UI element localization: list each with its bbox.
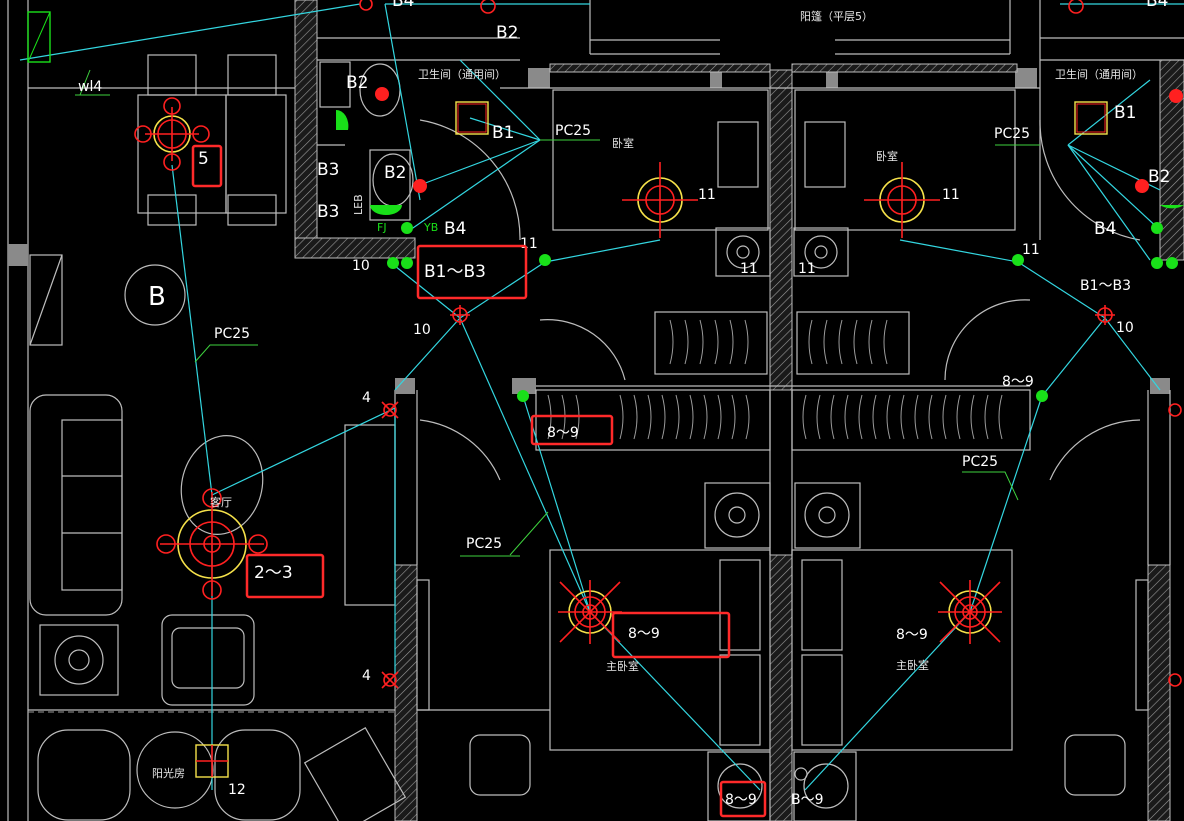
highlight-8-9-master bbox=[611, 611, 731, 659]
label-bedroom-right: 卧室 bbox=[876, 149, 898, 163]
label-8-9-bottom: 8～9 bbox=[725, 792, 757, 808]
label-4-top: 4 bbox=[362, 390, 371, 406]
label-2-3: 2～3 bbox=[254, 563, 293, 583]
label-4-bottom: 4 bbox=[362, 668, 371, 684]
highlight-2-3 bbox=[245, 553, 325, 599]
label-pc25-right: PC25 bbox=[994, 126, 1030, 142]
highlight-8-9-bottom bbox=[719, 780, 767, 818]
label-b2-top: B2 bbox=[496, 23, 518, 43]
ceiling-light-bedroom-right bbox=[864, 162, 940, 238]
label-yb: YB bbox=[423, 221, 438, 234]
label-b4-top: B4 bbox=[392, 0, 414, 11]
label-8-9-master-right: 8～9 bbox=[896, 627, 928, 643]
label-12: 12 bbox=[228, 782, 246, 798]
label-8-9-master-left: 8～9 bbox=[628, 626, 660, 642]
label-balcony: 阳篷（平层5） bbox=[800, 9, 873, 23]
label-b4-right: B4 bbox=[1094, 219, 1116, 239]
ceiling-light-living bbox=[156, 488, 268, 600]
switches bbox=[387, 222, 1178, 781]
label-b2-left: B2 bbox=[346, 73, 368, 93]
label-b1-b3-left: B1～B3 bbox=[424, 262, 486, 282]
labels: wl4 5 B PC25 客厅 阳光房 12 4 4 2～3 B4 B2 B2 … bbox=[78, 0, 1170, 808]
walls bbox=[7, 0, 1184, 821]
highlight-8-9-closet bbox=[530, 414, 614, 446]
label-b1-left: B1 bbox=[492, 123, 514, 143]
label-11-b: 11 bbox=[698, 187, 716, 203]
label-b2-right: B2 bbox=[1148, 167, 1170, 187]
ceiling-light-master-right bbox=[938, 580, 1002, 644]
label-11-a: 11 bbox=[520, 236, 538, 252]
label-11-f: 11 bbox=[1022, 242, 1040, 258]
furniture bbox=[29, 54, 1149, 821]
label-b3-a: B3 bbox=[317, 160, 339, 180]
label-8-9-top-right: 8～9 bbox=[1002, 374, 1034, 390]
label-10-c: 10 bbox=[1116, 320, 1134, 336]
label-pc25-living: PC25 bbox=[214, 326, 250, 342]
label-wl4: wl4 bbox=[78, 79, 102, 95]
label-living-room: 客厅 bbox=[210, 495, 232, 509]
label-b4-mid: B4 bbox=[444, 219, 466, 239]
ceiling-light-dining bbox=[134, 97, 210, 171]
label-b2-mid: B2 bbox=[384, 163, 406, 183]
exhaust-fans bbox=[375, 87, 1183, 193]
label-8-9-closet-left: 8～9 bbox=[547, 425, 579, 441]
label-bathroom-left: 卫生间（通用间） bbox=[418, 67, 506, 81]
label-b1-right: B1 bbox=[1114, 103, 1136, 123]
label-11-e: 11 bbox=[942, 187, 960, 203]
label-fj: FJ bbox=[377, 221, 387, 234]
label-pc25-center: PC25 bbox=[555, 123, 591, 139]
label-11-c: 11 bbox=[740, 261, 758, 277]
ceiling-light-master-left bbox=[558, 580, 622, 644]
label-pc25-right-lower: PC25 bbox=[962, 454, 998, 470]
highlight-5 bbox=[191, 144, 223, 188]
label-master-bedroom-right: 主卧室 bbox=[896, 658, 929, 672]
label-11-d: 11 bbox=[798, 261, 816, 277]
highlight-boxes bbox=[191, 144, 767, 818]
label-b-9-bottom: B～9 bbox=[791, 792, 824, 808]
label-b1-b3-right: B1～B3 bbox=[1080, 278, 1131, 294]
highlight-b1-b3 bbox=[416, 244, 528, 300]
label-10-b: 10 bbox=[413, 322, 431, 338]
label-b3-b: B3 bbox=[317, 202, 339, 222]
label-leb: LEB bbox=[352, 194, 365, 215]
label-master-bedroom-left: 主卧室 bbox=[606, 659, 639, 673]
label-10-a: 10 bbox=[352, 258, 370, 274]
label-room-b: B bbox=[148, 282, 166, 312]
label-bathroom-right: 卫生间（通用间） bbox=[1055, 67, 1143, 81]
label-pc25-left-lower: PC25 bbox=[466, 536, 502, 552]
label-bedroom-left: 卧室 bbox=[612, 136, 634, 150]
label-5: 5 bbox=[198, 149, 209, 169]
fixtures bbox=[27, 0, 1184, 778]
leader-lines bbox=[75, 69, 1040, 557]
label-b4-top-right: B4 bbox=[1146, 0, 1168, 11]
ceiling-light-bedroom-left bbox=[622, 162, 698, 238]
conduit-runs bbox=[19, 3, 1184, 791]
label-sunroom: 阳光房 bbox=[152, 766, 185, 780]
